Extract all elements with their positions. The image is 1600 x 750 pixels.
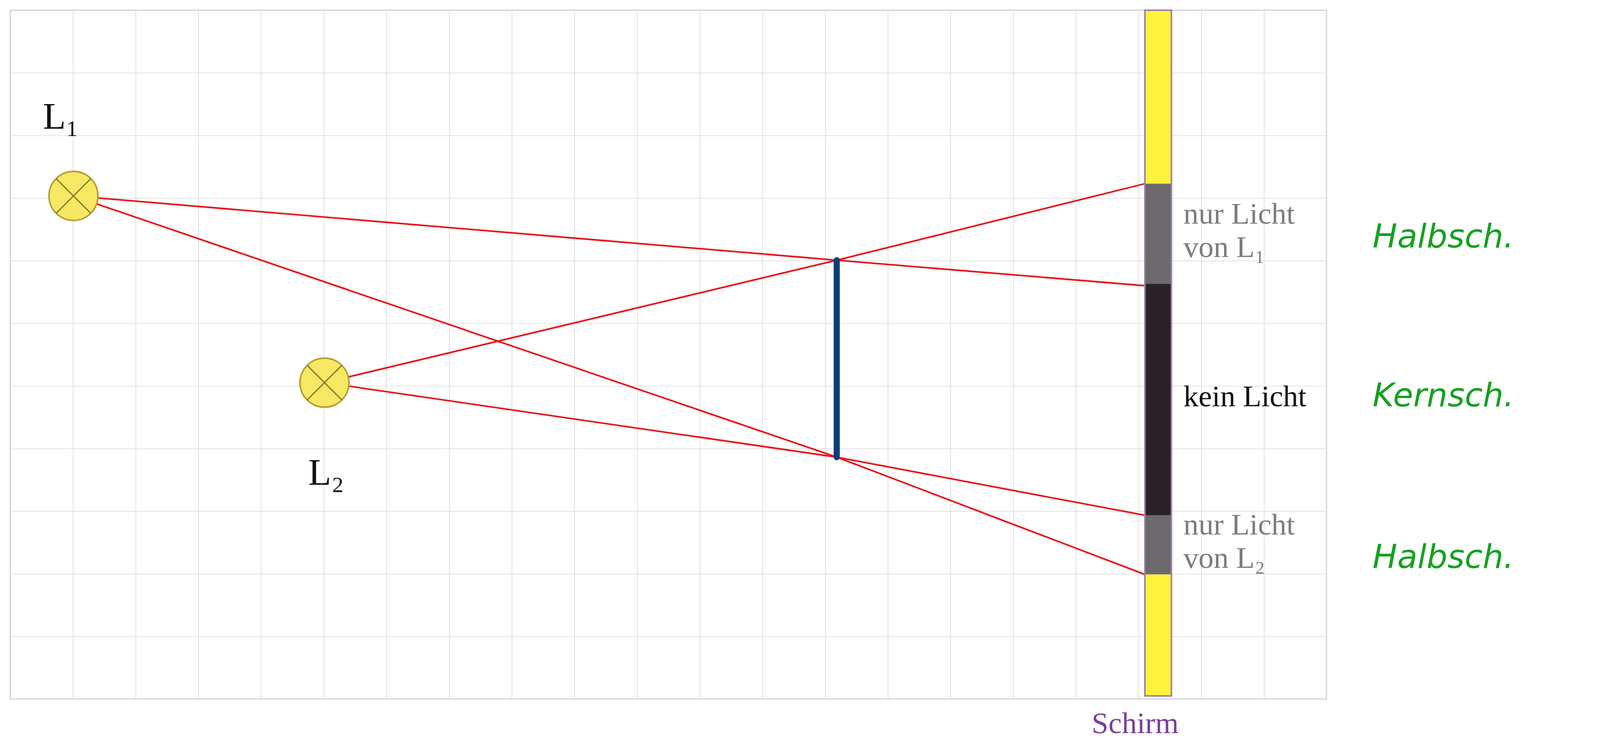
handwritten-note: Halbsch.	[1372, 218, 1515, 255]
screen-zone-label: nur Licht von L₂	[1183, 508, 1335, 575]
lamp-label: L₂	[308, 452, 345, 494]
screen	[1145, 10, 1172, 697]
screen-zone-label: kein Licht	[1183, 380, 1307, 414]
screen-label: Schirm	[1091, 707, 1179, 741]
handwritten-note: Halbsch.	[1372, 538, 1515, 576]
lamp-label: L₁	[42, 95, 80, 138]
lamp-symbol	[300, 358, 349, 408]
light-rays	[73, 183, 1146, 575]
obstacle-bar	[833, 260, 840, 458]
lamp-symbol	[48, 171, 98, 221]
handwritten-note: Kernsch.	[1372, 377, 1515, 414]
grid-background	[10, 10, 1327, 700]
screen-zone-label: nur Licht von L₁	[1183, 197, 1335, 264]
